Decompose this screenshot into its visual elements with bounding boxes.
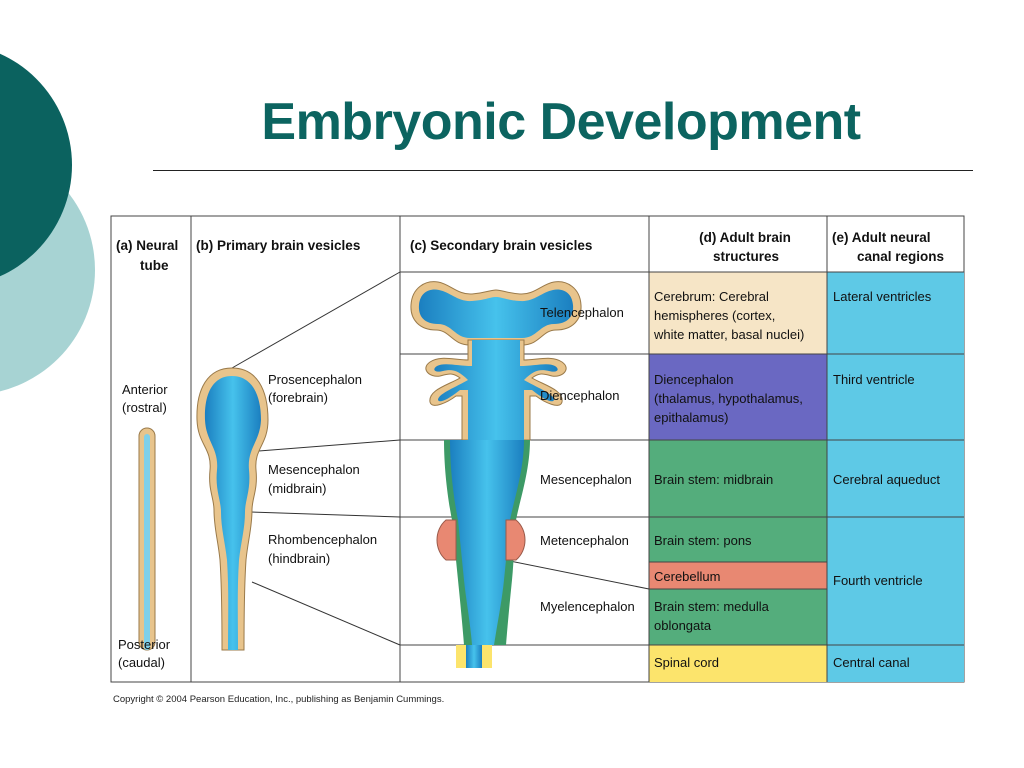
header-c: (c) Secondary brain vesicles (410, 238, 592, 253)
primary-label-prosencephalon: Prosencephalon (268, 372, 362, 387)
adult-medulla-line1: Brain stem: medulla (654, 599, 770, 614)
header-d-line2: structures (713, 249, 779, 264)
primary-vesicles-drawing (196, 367, 269, 651)
adult-cerebellum: Cerebellum (654, 569, 720, 584)
header-a-line1: (a) Neural (116, 238, 178, 253)
title-divider (153, 170, 973, 171)
canal-lateral-ventricles: Lateral ventricles (833, 289, 932, 304)
secondary-label-mesencephalon: Mesencephalon (540, 472, 632, 487)
canal-fourth-ventricle: Fourth ventricle (833, 573, 923, 588)
adult-cerebrum-line2: hemispheres (cortex, (654, 308, 775, 323)
header-e-line2: canal regions (857, 249, 944, 264)
posterior-label: Posterior (118, 637, 171, 652)
primary-sub-forebrain: (forebrain) (268, 390, 328, 405)
adult-diencephalon-line2: (thalamus, hypothalamus, (654, 391, 803, 406)
dark-teal-circle (0, 53, 72, 277)
secondary-vesicles-drawing (410, 281, 582, 668)
adult-cerebrum-line1: Cerebrum: Cerebral (654, 289, 769, 304)
anterior-sub-label: (rostral) (122, 400, 167, 415)
adult-diencephalon-line3: epithalamus) (654, 410, 728, 425)
secondary-label-metencephalon: Metencephalon (540, 533, 629, 548)
header-d-line1: (d) Adult brain (699, 230, 791, 245)
canal-cerebral-aqueduct: Cerebral aqueduct (833, 472, 940, 487)
adult-medulla-line2: oblongata (654, 618, 712, 633)
neural-tube-drawing (138, 427, 156, 651)
cell-medulla (649, 589, 827, 645)
header-e-line1: (e) Adult neural (832, 230, 931, 245)
primary-sub-hindbrain: (hindbrain) (268, 551, 330, 566)
primary-label-rhombencephalon: Rhombencephalon (268, 532, 377, 547)
secondary-label-diencephalon: Diencephalon (540, 388, 620, 403)
adult-cerebrum-line3: white matter, basal nuclei) (653, 327, 804, 342)
secondary-label-telencephalon: Telencephalon (540, 305, 624, 320)
header-b: (b) Primary brain vesicles (196, 238, 360, 253)
canal-central-canal: Central canal (833, 655, 910, 670)
posterior-sub-label: (caudal) (118, 655, 165, 670)
secondary-label-myelencephalon: Myelencephalon (540, 599, 635, 614)
primary-sub-midbrain: (midbrain) (268, 481, 327, 496)
cell-cerebellum (649, 562, 827, 589)
adult-diencephalon-line1: Diencephalon (654, 372, 734, 387)
copyright-notice: Copyright © 2004 Pearson Education, Inc.… (113, 694, 445, 705)
slide-title: Embryonic Development (261, 93, 861, 151)
adult-midbrain: Brain stem: midbrain (654, 472, 773, 487)
cell-cerebrum (649, 272, 827, 354)
canal-third-ventricle: Third ventricle (833, 372, 915, 387)
anterior-label: Anterior (122, 382, 168, 397)
canal-column (827, 272, 964, 682)
cell-pons (649, 517, 827, 562)
decorative-circles (0, 53, 95, 392)
adult-pons: Brain stem: pons (654, 533, 752, 548)
header-a-line2: tube (140, 258, 169, 273)
primary-label-mesencephalon: Mesencephalon (268, 462, 360, 477)
cell-midbrain (649, 440, 827, 517)
adult-spinal-cord: Spinal cord (654, 655, 719, 670)
cell-diencephalon (649, 354, 827, 440)
cell-spinal-cord (649, 645, 827, 682)
connector-lines (231, 271, 650, 646)
